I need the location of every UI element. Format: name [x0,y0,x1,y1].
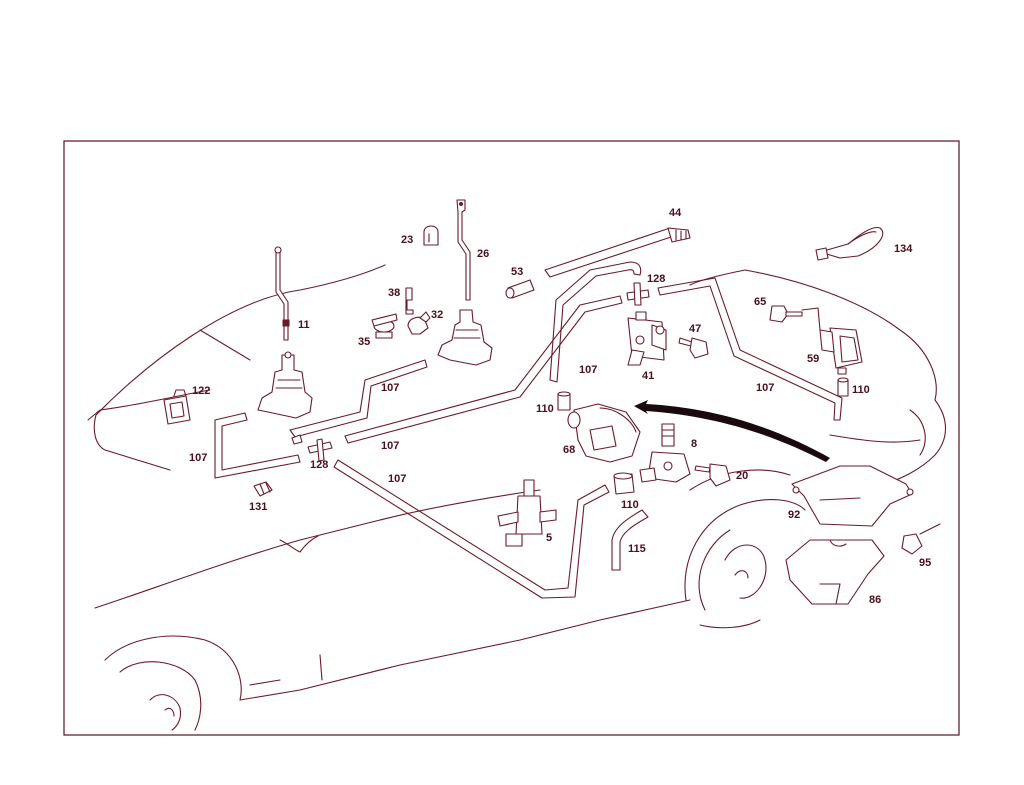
label-107: 107 [381,382,399,394]
valve-bracket-59 [819,327,863,375]
label-53: 53 [511,266,523,278]
label-86: 86 [869,594,881,606]
clip-38 [405,287,414,315]
cap-23 [423,225,439,246]
label-128: 128 [647,273,665,285]
hose-107-middle [344,295,623,444]
label-41: 41 [642,370,654,382]
label-107: 107 [381,440,399,452]
label-11: 11 [298,319,310,331]
plug-53 [505,279,535,299]
coupling-44 [667,227,691,243]
sleeve-110-lower [613,472,635,495]
label-110: 110 [536,403,554,415]
label-59: 59 [807,353,819,365]
label-107: 107 [189,452,207,464]
switchover-valve-8 [639,423,691,483]
label-134: 134 [894,243,913,255]
label-47: 47 [689,323,701,335]
check-valve-5 [497,479,557,547]
hose-107-upper-left [289,359,428,438]
label-128: 128 [310,459,328,471]
label-8: 8 [691,438,697,450]
hose-107-left [214,412,301,479]
label-65: 65 [754,296,766,308]
label-38: 38 [388,287,400,299]
diagram-frame [63,140,960,736]
holder-122 [163,389,191,425]
label-35: 35 [358,336,370,348]
elbow-32 [407,311,431,335]
label-20: 20 [736,470,748,482]
label-23: 23 [401,234,413,246]
label-115: 115 [628,543,646,555]
label-95: 95 [919,557,931,569]
label-122: 122 [192,385,210,397]
hose-107-right [657,277,843,421]
clamp-35 [371,313,398,339]
cross-connector-128-right [626,282,650,306]
tee-connector-128-left [291,434,333,462]
vacuum-pump-68 [567,403,641,463]
switchover-valve-41 [627,311,667,366]
callout-labels: 11 122 107 131 128 35 38 32 107 23 26 10… [189,207,931,606]
label-110: 110 [852,384,870,396]
label-107: 107 [388,473,406,485]
label-5: 5 [546,532,552,544]
clip-131 [253,481,273,497]
bolt-20 [694,463,731,487]
label-44: 44 [669,207,682,219]
label-68: 68 [563,444,575,456]
insulation-86 [785,539,885,605]
label-32: 32 [431,309,443,321]
bolt-47 [678,337,709,359]
bolt-95 [901,523,941,555]
label-131: 131 [249,501,267,513]
hose-107-center [549,261,642,383]
label-26: 26 [477,248,489,260]
vacuum-valve-26 [437,199,493,366]
direction-arrow [634,400,830,462]
vacuum-valve-11 [257,246,313,419]
sleeve-110-right [837,377,849,397]
hose-115 [611,509,649,571]
label-107: 107 [579,364,597,376]
cover-plate-92 [791,465,914,527]
sleeve-110-center [557,391,571,411]
cable-tie-134 [815,226,884,261]
label-107: 107 [756,382,774,394]
screw-65 [769,305,821,331]
hose-44 [544,227,675,278]
hoses [214,227,843,599]
car-body-outline [87,264,947,731]
label-110: 110 [621,499,639,511]
label-92: 92 [788,509,800,521]
hose-107-bottom [333,459,610,599]
